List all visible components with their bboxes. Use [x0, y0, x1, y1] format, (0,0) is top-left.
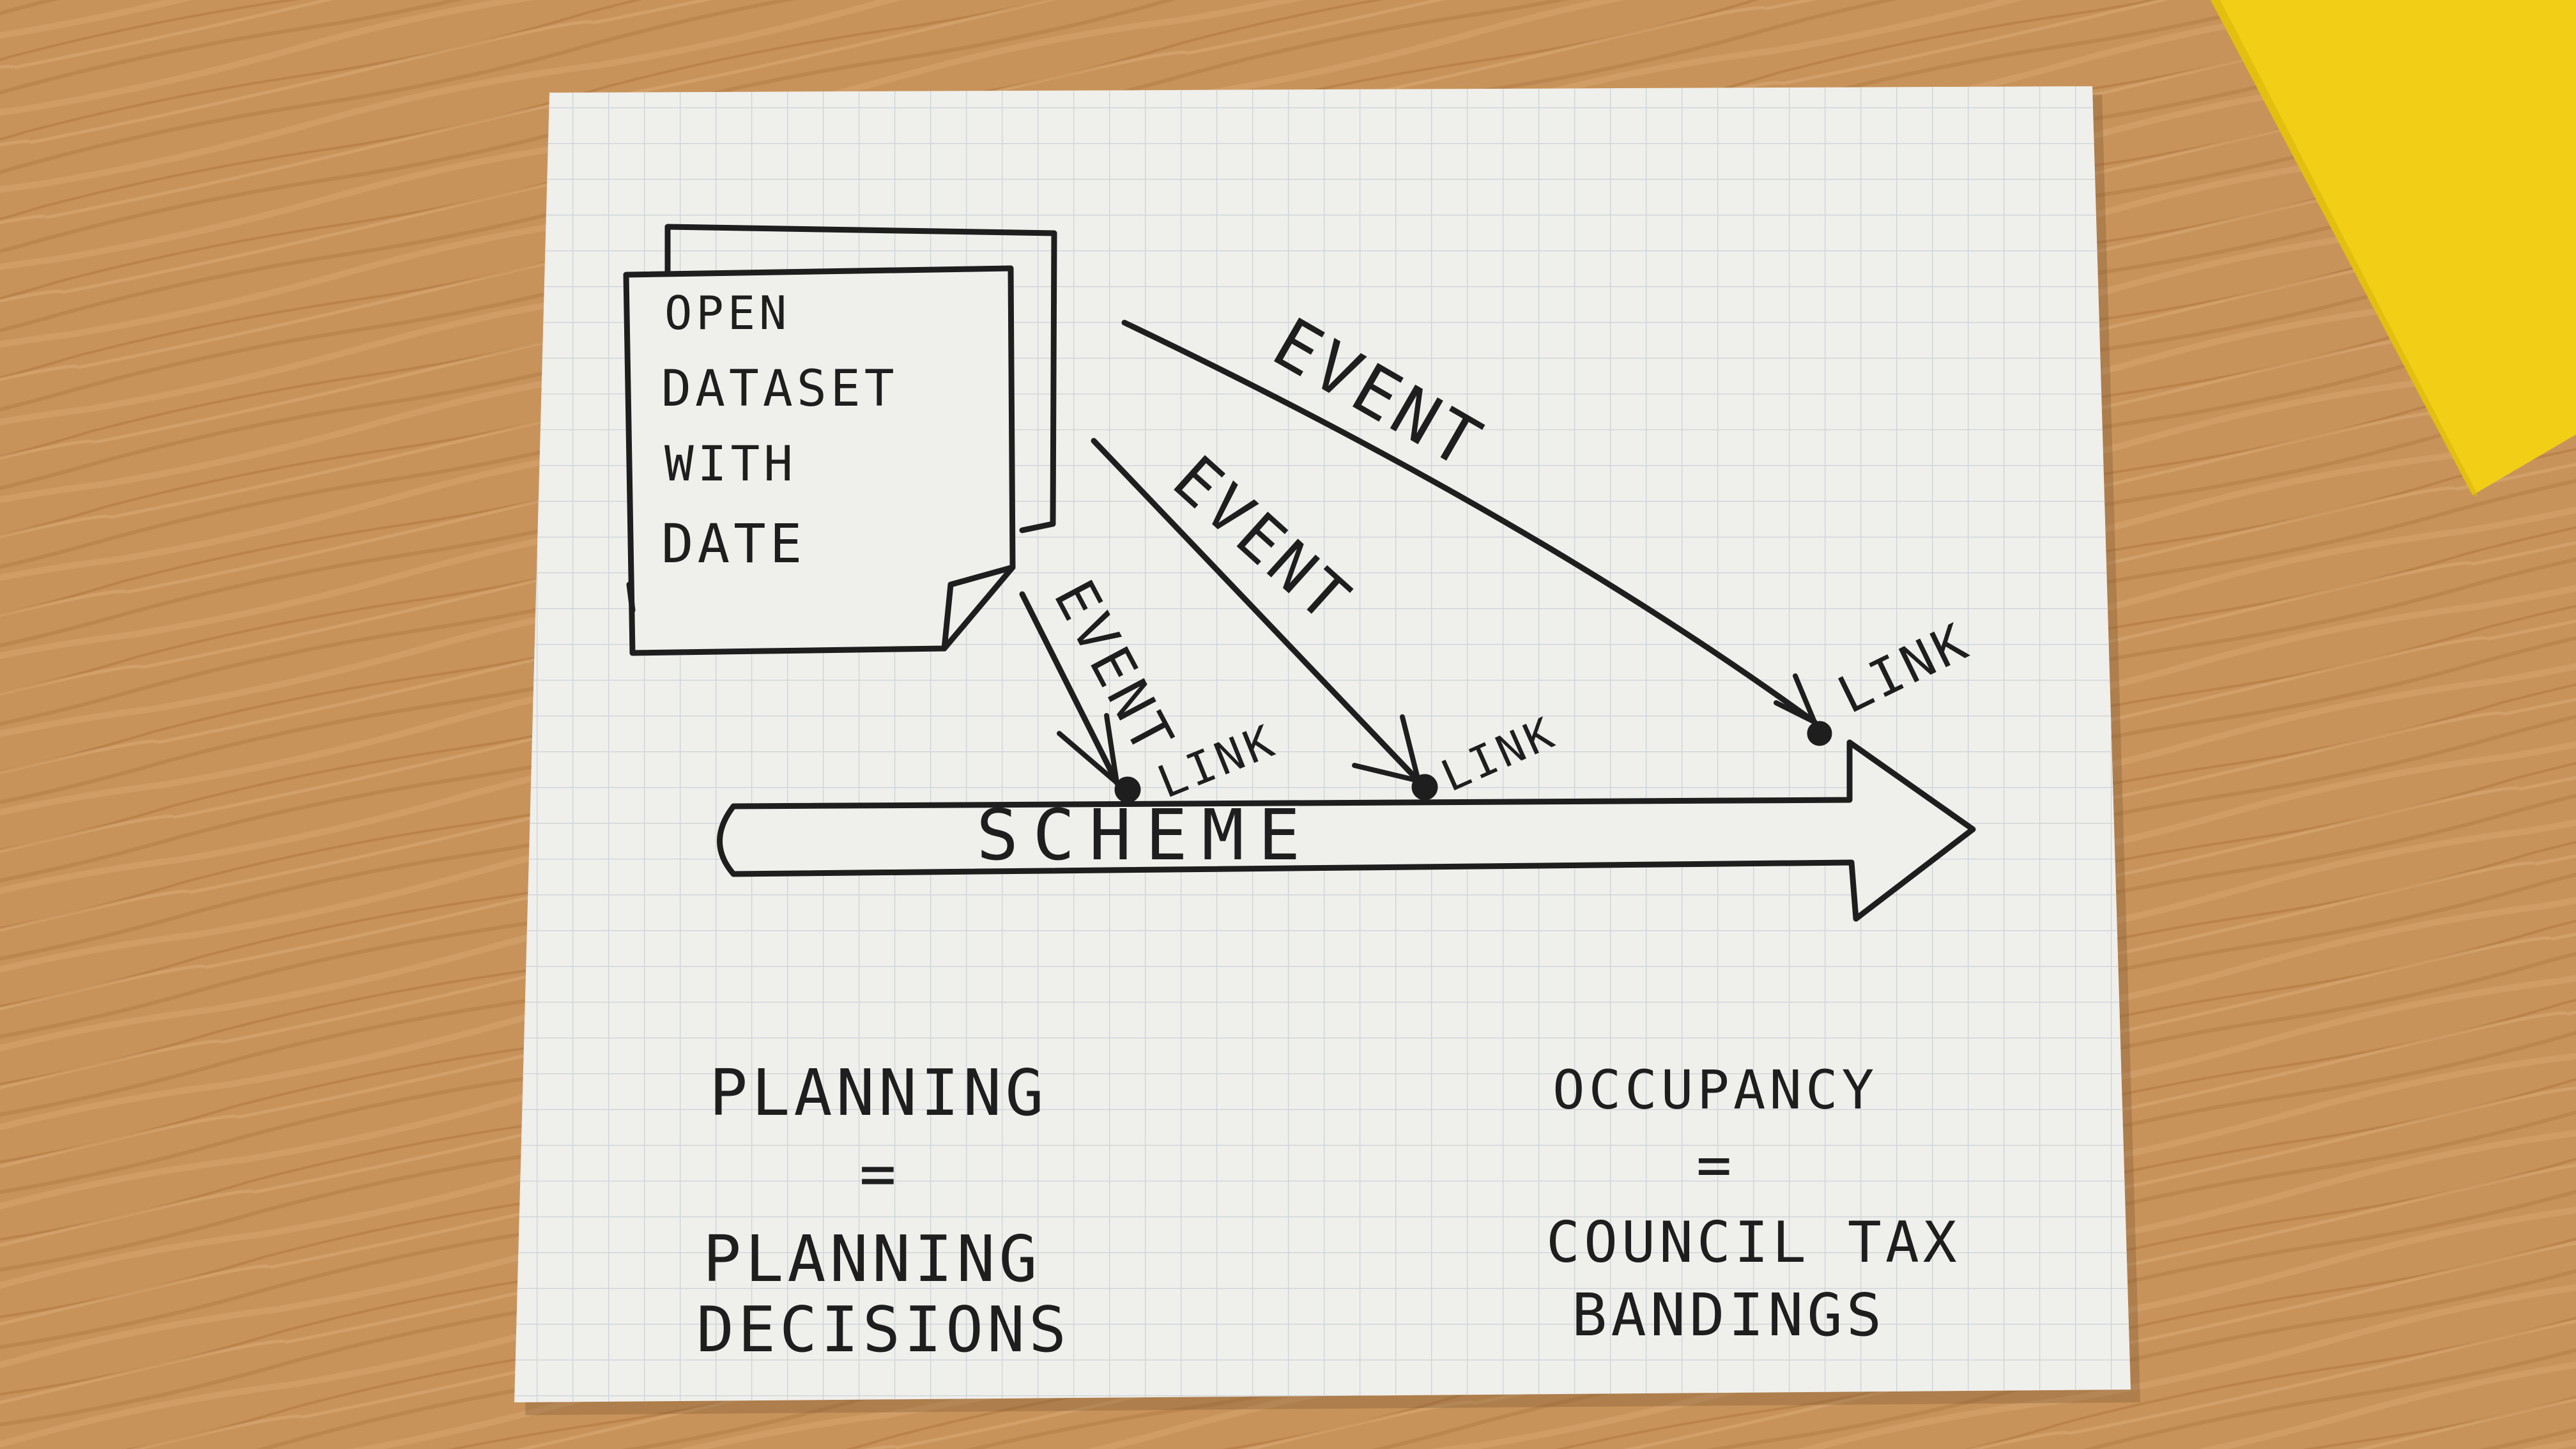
- stacked-document-icon: [623, 224, 1057, 656]
- note-right-equals: =: [1696, 1131, 1735, 1199]
- link-dot-1: [1114, 776, 1141, 803]
- dataset-label-line-4: DATE: [661, 512, 806, 575]
- note-left-definition-line-2: DECISIONS: [696, 1294, 1070, 1367]
- event-arrow-middle: [1091, 438, 1422, 784]
- note-left-equals: =: [859, 1138, 900, 1209]
- link-dot-2: [1411, 774, 1438, 801]
- note-right-definition-line-2: BANDINGS: [1572, 1281, 1885, 1349]
- arrow-icon: [717, 739, 1976, 922]
- note-right-term: OCCUPANCY: [1552, 1059, 1878, 1121]
- note-left-definition-line-1: PLANNING: [703, 1222, 1041, 1296]
- dataset-label-line-2: DATASET: [661, 360, 898, 418]
- note-right-definition-line-1: COUNCIL TAX: [1546, 1209, 1961, 1275]
- event-arrow-short: [1019, 591, 1120, 783]
- link-dot-3: [1807, 721, 1832, 746]
- diagram: [623, 224, 1976, 922]
- dataset-label-line-1: OPEN: [664, 286, 790, 340]
- note-left: PLANNING = PLANNING DECISIONS: [696, 1055, 1070, 1367]
- dataset-label-line-3: WITH: [664, 435, 797, 492]
- note-right: OCCUPANCY = COUNCIL TAX BANDINGS: [1546, 1059, 1961, 1349]
- dataset-label: OPEN DATASET WITH DATE: [661, 286, 898, 575]
- sticky-note: [2211, 0, 2576, 495]
- scheme-label: SCHEME: [976, 794, 1314, 876]
- note-left-term: PLANNING: [709, 1055, 1048, 1130]
- event-arrow-long: [1121, 319, 1818, 725]
